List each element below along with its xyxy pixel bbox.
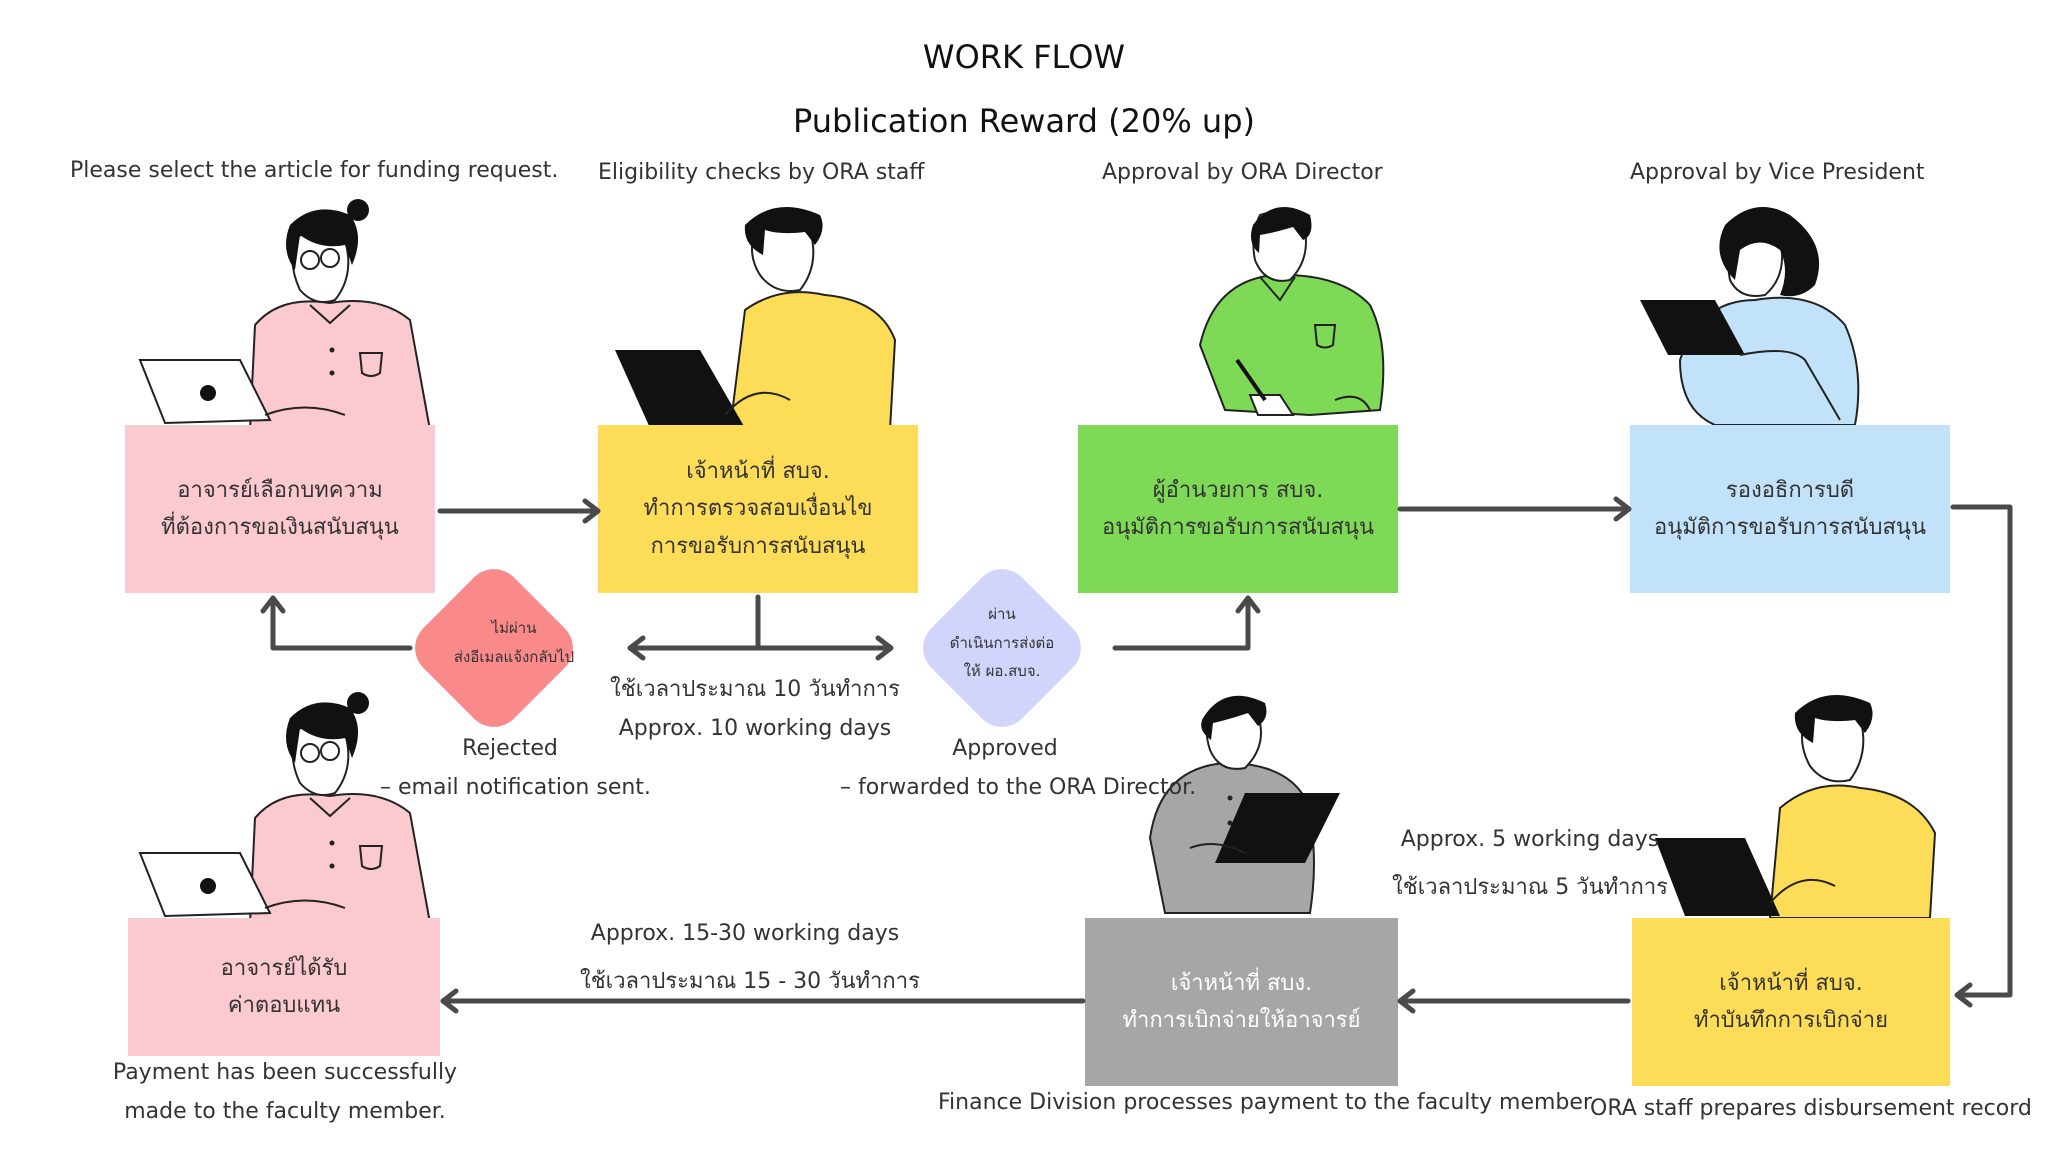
step-disbursement-record: เจ้าหน้าที่ สบจ. ทำบันทึกการเบิกจ่าย	[1632, 918, 1950, 1086]
payment-duration-thai: ใช้เวลาประมาณ 15 - 30 วันทำการ	[580, 969, 920, 995]
caption-vp: Approval by Vice President	[1630, 160, 1925, 185]
step-record-line2: ทำบันทึกการเบิกจ่าย	[1693, 1008, 1889, 1033]
step-select-line1: อาจารย์เลือกบทความ	[177, 477, 383, 503]
step-director-line2: อนุมัติการขอรับการสนับสนุน	[1102, 515, 1374, 540]
caption-director: Approval by ORA Director	[1102, 160, 1383, 185]
payment-duration: Approx. 15-30 working days ใช้เวลาประมาณ…	[580, 910, 920, 1007]
rejected-label: Rejected – email notification sent.	[380, 730, 651, 807]
approved-label-line1: Approved	[952, 736, 1058, 761]
approved-diamond-text: ผ่าน ดำเนินการส่งต่อ ให้ ผอ.สบจ.	[907, 600, 1097, 686]
caption-check: Eligibility checks by ORA staff	[598, 160, 925, 185]
faculty-member-paid-illustration	[138, 692, 432, 923]
check-duration: ใช้เวลาประมาณ 10 วันทำการ Approx. 10 wor…	[600, 671, 910, 748]
step-vp-approval: รองอธิการบดีอนุมัติการขอรับการสนับสนุน	[1630, 425, 1950, 593]
ora-staff-record-illustration	[1655, 695, 1937, 918]
check-duration-en: Approx. 10 working days	[618, 715, 892, 741]
page-subtitle: Publication Reward (20% up)	[793, 102, 1255, 140]
step-check-line2: ทำการตรวจสอบเงื่อนไข	[643, 496, 873, 522]
step-eligibility-check: เจ้าหน้าที่ สบจ. ทำการตรวจสอบเงื่อนไขการข…	[598, 425, 918, 593]
ora-director-illustration	[1198, 207, 1385, 417]
step-finance-line1: เจ้าหน้าที่ สบง.	[1170, 970, 1313, 996]
approved-label-line2: – forwarded to the ORA Director.	[840, 774, 1197, 800]
step-vp-line2: อนุมัติการขอรับการสนับสนุน	[1654, 515, 1926, 540]
finance-staff-illustration	[1148, 695, 1340, 914]
rejected-diamond-text: ไม่ผ่าน ส่งอีเมลแจ้งกลับไป	[420, 614, 608, 671]
caption-paid: Payment has been successfully made to th…	[110, 1054, 460, 1131]
step-finance-payment: เจ้าหน้าที่ สบง. ทำการเบิกจ่ายให้อาจารย์	[1085, 918, 1398, 1086]
step-payment-received: อาจารย์ได้รับค่าตอบแทน	[128, 918, 440, 1056]
record-duration: Approx. 5 working days ใช้เวลาประมาณ 5 ว…	[1380, 816, 1680, 913]
approved-label: Approved – forwarded to the ORA Director…	[840, 730, 1197, 807]
caption-record: ORA staff prepares disbursement record	[1590, 1096, 2032, 1121]
step-director-approval: ผู้อำนวยการ สบจ. อนุมัติการขอรับการสนับสน…	[1078, 425, 1398, 593]
rejected-line1: ไม่ผ่าน	[491, 619, 537, 637]
caption-finance: Finance Division processes payment to th…	[938, 1090, 1592, 1115]
ora-staff-illustration	[615, 207, 897, 430]
rejected-line2: ส่งอีเมลแจ้งกลับไป	[453, 647, 575, 666]
record-duration-en: Approx. 5 working days	[1400, 827, 1660, 852]
step-check-line3: การขอรับการสนับสนุน	[650, 533, 866, 559]
approved-line2: ดำเนินการส่งต่อ	[949, 633, 1055, 652]
caption-paid-line2: made to the faculty member.	[124, 1098, 446, 1124]
caption-select: Please select the article for funding re…	[70, 158, 559, 183]
page-title: WORK FLOW	[922, 38, 1126, 76]
step-director-line1: ผู้อำนวยการ สบจ.	[1152, 477, 1324, 503]
faculty-member-illustration	[138, 199, 432, 430]
check-duration-thai: ใช้เวลาประมาณ 10 วันทำการ	[610, 677, 900, 702]
rejected-label-line1: Rejected	[462, 736, 558, 761]
step-check-line1: เจ้าหน้าที่ สบจ.	[686, 458, 830, 484]
step-paid-line1: อาจารย์ได้รับ	[220, 955, 348, 981]
record-duration-thai: ใช้เวลาประมาณ 5 วันทำการ	[1392, 875, 1668, 901]
step-select-article: อาจารย์เลือกบทความที่ต้องการขอเงินสนับสน…	[125, 425, 435, 593]
step-finance-line2: ทำการเบิกจ่ายให้อาจารย์	[1122, 1008, 1361, 1033]
payment-duration-en: Approx. 15-30 working days	[590, 921, 900, 946]
step-vp-line1: รองอธิการบดี	[1725, 477, 1855, 503]
step-paid-line2: ค่าตอบแทน	[227, 993, 341, 1018]
approved-line1: ผ่าน	[988, 605, 1016, 623]
step-record-line1: เจ้าหน้าที่ สบจ.	[1719, 970, 1863, 996]
rejected-label-line2: – email notification sent.	[380, 774, 651, 800]
vice-president-illustration	[1640, 207, 1860, 425]
approved-line3: ให้ ผอ.สบจ.	[963, 662, 1041, 680]
caption-paid-line1: Payment has been successfully	[112, 1060, 458, 1085]
step-select-line2: ที่ต้องการขอเงินสนับสนุน	[161, 515, 399, 540]
